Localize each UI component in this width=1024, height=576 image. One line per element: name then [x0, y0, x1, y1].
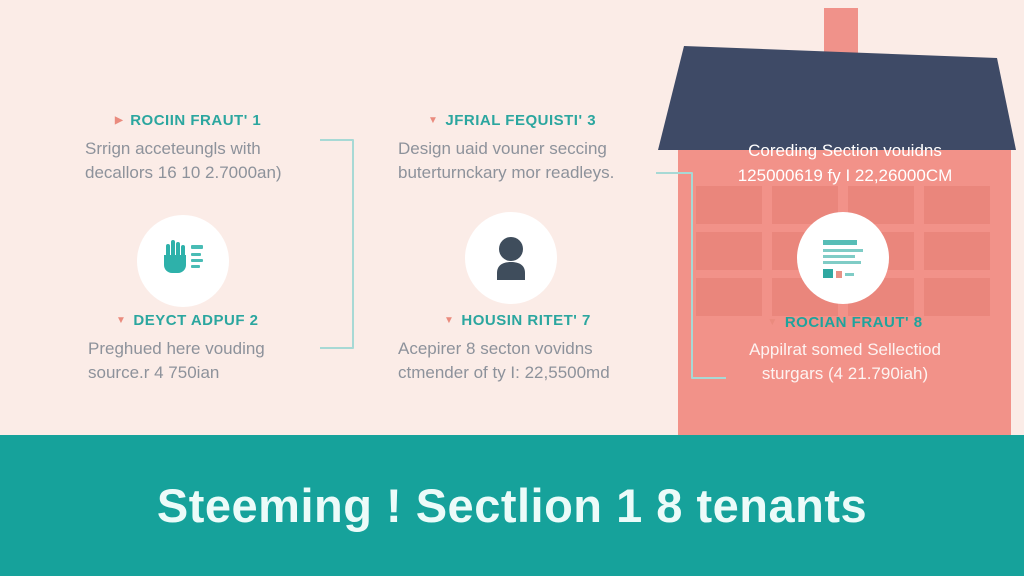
hand-checklist-icon	[164, 240, 203, 273]
person-profile-icon	[497, 237, 525, 280]
house-caption-line1: Coreding Section vouidns	[748, 141, 942, 160]
icon-circle-2	[465, 212, 557, 304]
step-1-body: Srrign acceteungls with decallors 16 10 …	[85, 139, 282, 183]
icon-circle-1	[137, 215, 229, 307]
triangle-marker-icon: ▼	[767, 317, 778, 328]
step-3-title-row: ▼ JFRIAL FEQUISTI' 3	[428, 112, 643, 129]
step-1: ▶ ROCIIN FRAUT' 1 Srrign acceteungls with…	[85, 112, 320, 185]
step-4-title: HOUSIN RITET' 7	[461, 312, 591, 329]
step-2-body: Preghued here vouding source.r 4 750ian	[88, 339, 265, 383]
step-3-title: JFRIAL FEQUISTI' 3	[445, 112, 597, 129]
step-3: ▼ JFRIAL FEQUISTI' 3 Design uaid vouner s…	[398, 112, 643, 185]
step-2: ▼ DEYCT ADPUF 2 Preghued here vouding sou…	[88, 312, 313, 385]
window-pane	[696, 232, 762, 270]
house-step-title: ROCIAN FRAUT' 8	[784, 314, 923, 331]
step-4: ▼ HOUSIN RITET' 7 Acepirer 8 secton vovid…	[398, 312, 650, 385]
house-step-title-row: ▼ ROCIAN FRAUT' 8	[690, 314, 1000, 331]
window-pane	[924, 232, 990, 270]
house-caption-line2: 125000619 fy I 22,26000CM	[737, 165, 953, 185]
step-4-body: Acepirer 8 secton vovidns ctmender of ty…	[398, 339, 610, 383]
house-chimney	[824, 8, 858, 60]
banner-title: Steeming ! Sectlion 1 8 tenants	[156, 479, 868, 532]
connector-left	[320, 139, 354, 349]
house-caption: Coreding Section vouidns 125000619 fy I …	[682, 139, 1008, 188]
step-4-title-row: ▼ HOUSIN RITET' 7	[444, 312, 650, 329]
step-3-body: Design uaid vouner seccing buterturnckar…	[398, 139, 615, 183]
triangle-marker-icon: ▶	[115, 115, 124, 126]
house-step: ▼ ROCIAN FRAUT' 8 Appilrat somed Sellecti…	[690, 314, 1000, 386]
icon-circle-3	[797, 212, 889, 304]
bottom-banner: Steeming ! Sectlion 1 8 tenants	[0, 435, 1024, 576]
step-2-title: DEYCT ADPUF 2	[133, 312, 259, 329]
window-pane	[696, 278, 762, 316]
triangle-marker-icon: ▼	[428, 115, 439, 126]
triangle-marker-icon: ▼	[444, 315, 455, 326]
triangle-marker-icon: ▼	[116, 315, 127, 326]
step-2-title-row: ▼ DEYCT ADPUF 2	[116, 312, 313, 329]
house-roof	[658, 46, 1016, 150]
step-1-title-row: ▶ ROCIIN FRAUT' 1	[115, 112, 320, 129]
document-list-icon	[823, 240, 863, 278]
house-step-body-line1: Appilrat somed Sellectiod	[749, 340, 941, 359]
house-step-body: Appilrat somed Sellectiod sturgars (4 21…	[690, 338, 1000, 386]
window-pane	[924, 186, 990, 224]
window-pane	[924, 278, 990, 316]
window-pane	[696, 186, 762, 224]
step-1-title: ROCIIN FRAUT' 1	[130, 112, 262, 129]
house-step-body-line2: sturgars (4 21.790iah)	[761, 363, 929, 383]
